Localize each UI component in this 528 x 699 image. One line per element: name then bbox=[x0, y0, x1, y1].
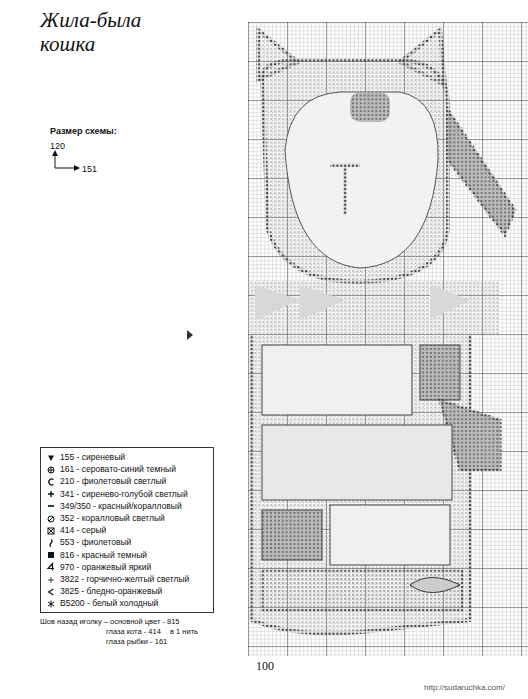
legend-entry: 553 - фиолетовый bbox=[60, 537, 131, 548]
center-marker bbox=[187, 330, 193, 340]
backstitch-note: Шов назад иголку – основной цвет - 815 bbox=[40, 617, 180, 626]
page-number: 100 bbox=[256, 659, 274, 674]
backstitch-note: глаза кота - 414 bbox=[106, 627, 161, 636]
legend-entry: 155 - сиреневый bbox=[60, 452, 125, 463]
grid-minor bbox=[248, 22, 528, 656]
size-heading: Размер схемы: bbox=[50, 126, 117, 136]
legend-symbol bbox=[46, 501, 56, 511]
page-title: Жила-была кошка bbox=[40, 8, 170, 56]
size-rows: 120 bbox=[50, 141, 65, 151]
legend-symbol bbox=[46, 477, 56, 487]
legend-entry: 3822 - горчично-желтый светлый bbox=[60, 574, 189, 585]
backstitch-note: в 1 нить bbox=[170, 627, 198, 636]
legend-symbol bbox=[46, 599, 56, 609]
legend-symbol bbox=[46, 489, 56, 499]
legend-entry: 816 - красный темный bbox=[60, 550, 147, 561]
legend-symbol bbox=[46, 538, 56, 548]
backstitch-note: глаза рыбки - 161 bbox=[106, 637, 167, 646]
grid-major bbox=[248, 22, 528, 656]
legend-symbol bbox=[46, 562, 56, 572]
legend-entry: 349/350 - красный/коралловый bbox=[60, 501, 182, 512]
legend-symbol bbox=[46, 587, 56, 597]
legend-entry: B5200 - белый холодный bbox=[60, 598, 158, 609]
legend-symbol bbox=[46, 575, 56, 585]
legend-entry: 352 - коралловый светлый bbox=[60, 513, 165, 524]
legend-symbol bbox=[46, 453, 56, 463]
cat-figure bbox=[250, 30, 515, 633]
legend-entry: 161 - серовато-синий темный bbox=[60, 464, 176, 475]
legend-entry: 210 - фиолетовый светлый bbox=[60, 476, 166, 487]
legend-symbol bbox=[46, 526, 56, 536]
legend-entry: 341 - сиренево-голубой светлый bbox=[60, 489, 188, 500]
legend-symbol bbox=[46, 465, 56, 475]
watermark: http://sudaruchka.com/ bbox=[424, 683, 505, 692]
legend-symbol bbox=[46, 550, 56, 560]
legend-entry: 3825 - бледно-оранжевый bbox=[60, 586, 162, 597]
legend-entry: 970 - оранжевый яркий bbox=[60, 562, 151, 573]
legend-symbol bbox=[46, 514, 56, 524]
size-columns: 151 bbox=[82, 164, 97, 174]
legend-entry: 414 - серый bbox=[60, 525, 106, 536]
